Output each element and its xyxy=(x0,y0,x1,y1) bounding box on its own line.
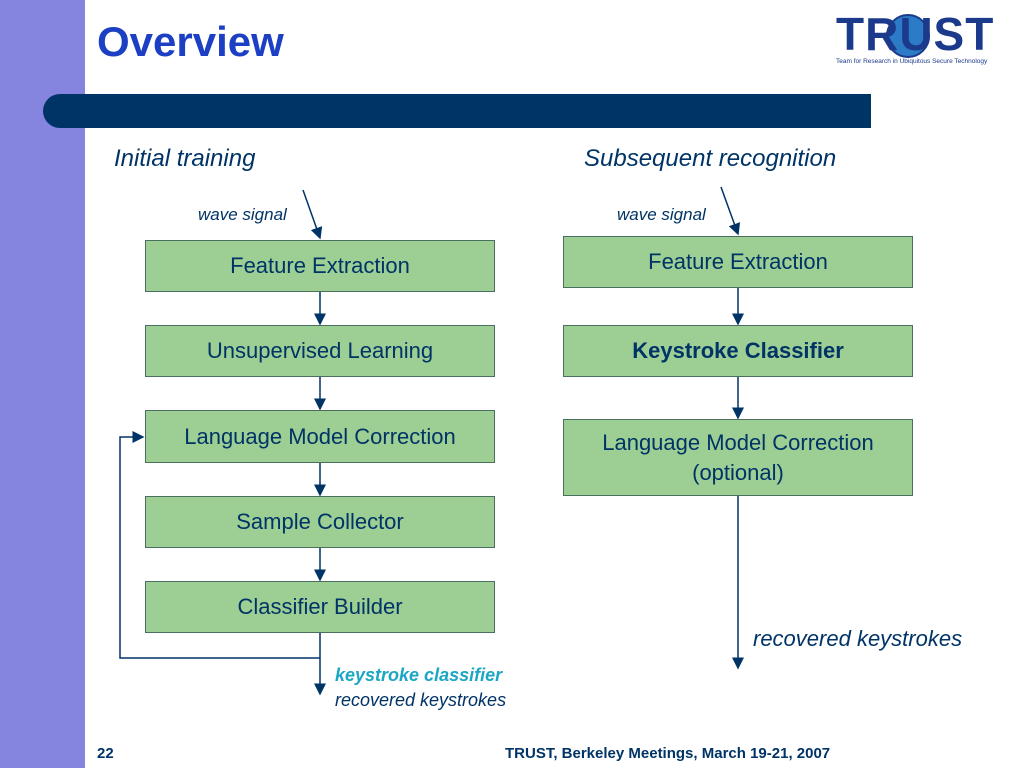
training-step-unsupervised-learning: Unsupervised Learning xyxy=(145,325,495,377)
logo-word: TRUST xyxy=(836,8,995,60)
trust-logo: TRUST Team for Research in Ubiquitous Se… xyxy=(832,8,1012,70)
recognition-output-keystrokes: recovered keystrokes xyxy=(753,626,963,651)
training-output-classifier: keystroke classifier xyxy=(335,665,503,685)
recognition-step-language-model-correction: Language Model Correction (optional) xyxy=(563,419,913,496)
training-step-feature-extraction: Feature Extraction xyxy=(145,240,495,292)
globe-icon xyxy=(886,14,930,58)
footer-text: TRUST, Berkeley Meetings, March 19-21, 2… xyxy=(505,745,831,762)
training-heading: Initial training xyxy=(114,145,256,172)
feedback-loop xyxy=(119,431,320,659)
training-step-classifier-builder: Classifier Builder xyxy=(145,581,495,633)
recognition-step-feature-extraction: Feature Extraction xyxy=(563,236,913,288)
page-number: 22 xyxy=(97,745,114,762)
recognition-heading: Subsequent recognition xyxy=(584,145,837,172)
arrow-input-right xyxy=(720,186,741,236)
arrow-input-left xyxy=(302,189,323,240)
slide-title: Overview xyxy=(97,18,284,65)
side-bar xyxy=(0,0,85,768)
training-step-language-model-correction: Language Model Correction xyxy=(145,410,495,463)
recognition-step-keystroke-classifier: Keystroke Classifier xyxy=(563,325,913,377)
training-output-keystrokes: recovered keystrokes xyxy=(335,690,507,710)
logo-tagline: Team for Research in Ubiquitous Secure T… xyxy=(836,58,988,65)
training-input-label: wave signal xyxy=(198,205,287,224)
training-step-sample-collector: Sample Collector xyxy=(145,496,495,548)
recognition-input-label: wave signal xyxy=(617,205,706,224)
title-banner xyxy=(43,94,871,128)
